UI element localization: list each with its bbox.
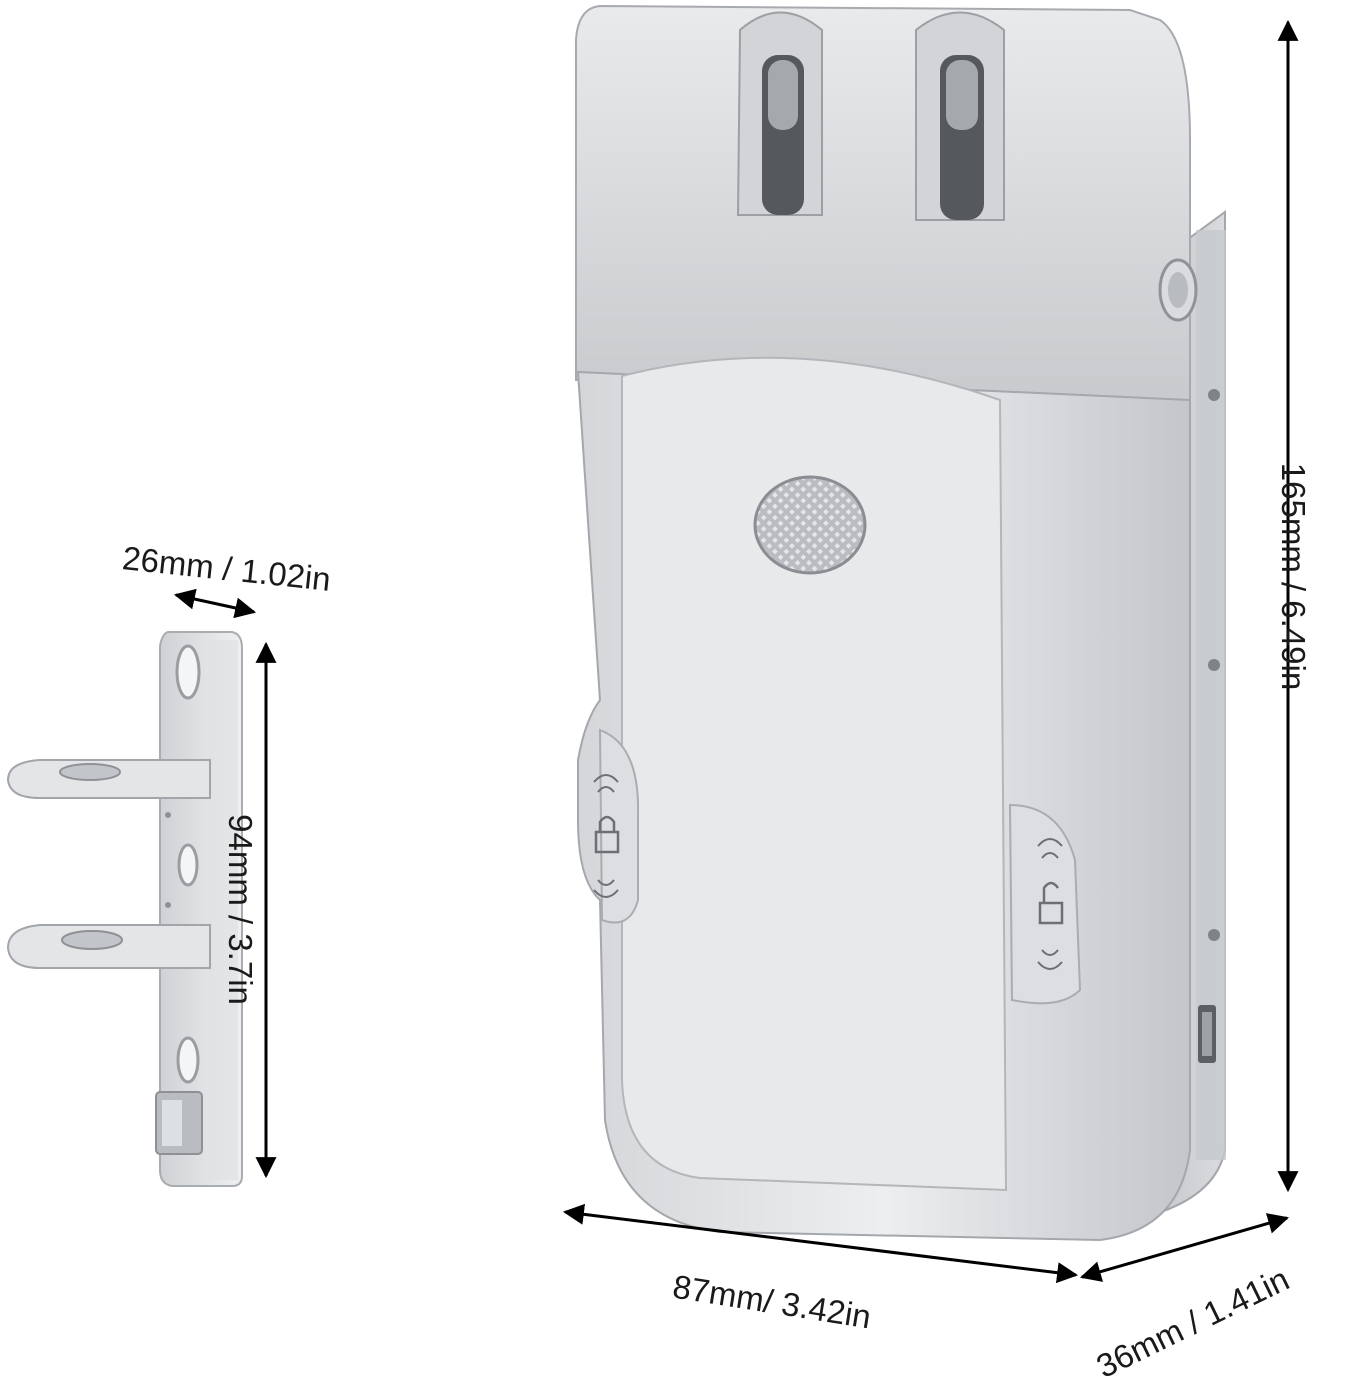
lock-depth-arrow bbox=[1079, 1213, 1290, 1282]
strike-width-arrow bbox=[173, 588, 257, 619]
strike-plate bbox=[6, 631, 243, 1187]
lock-width-arrow bbox=[562, 1203, 1079, 1284]
sensor-knurl bbox=[753, 475, 867, 575]
cam-slot-right bbox=[915, 11, 1005, 221]
lock-icon bbox=[593, 728, 640, 924]
strike-plate-height-label: 94mm / 3.7in bbox=[221, 814, 259, 1005]
cam-slot-left bbox=[736, 11, 823, 216]
lock-body bbox=[575, 4, 1226, 1242]
unlock-icon bbox=[1008, 803, 1082, 1005]
lock-height-label: 165mm / 6.49in bbox=[1275, 462, 1313, 691]
